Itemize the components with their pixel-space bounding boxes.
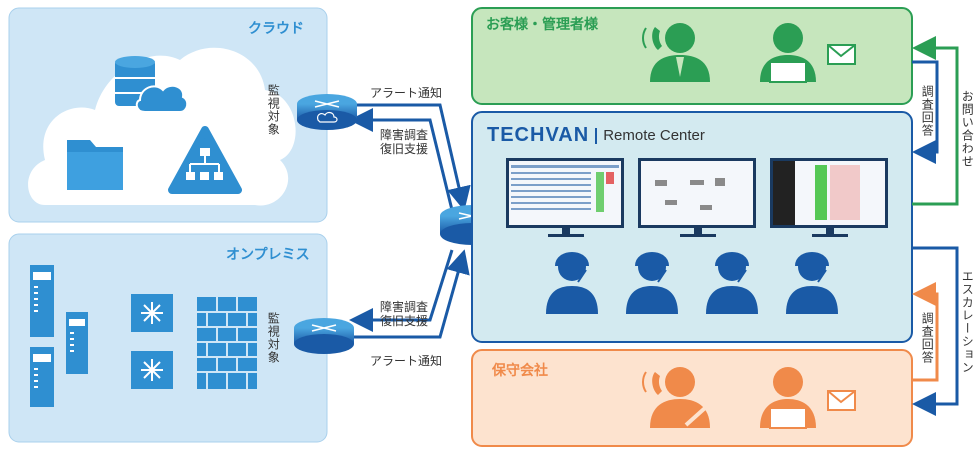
side-arrows <box>912 36 959 416</box>
folder-icon <box>67 140 123 190</box>
center-header: TECHVAN Remote Center <box>487 124 705 147</box>
onprem-monitor-label: 監視対象 <box>266 312 281 364</box>
restore-label-bottom-1: 障害調査 <box>380 300 429 314</box>
phone-person-wrench-icon <box>642 367 711 428</box>
brand-logo: TECHVAN <box>487 124 590 146</box>
inquiry-reply-label: 調査回答 <box>920 85 935 137</box>
mail-icon-customer <box>827 44 856 65</box>
escalation-reply-label: 調査回答 <box>920 312 935 364</box>
monitor-icon <box>638 158 756 237</box>
router-icon-onprem <box>294 318 354 354</box>
maintenance-title: 保守会社 <box>492 363 548 379</box>
database-icon <box>115 56 189 113</box>
cloud-monitor-label: 監視対象 <box>266 84 281 136</box>
restore-label-bottom-2: 復旧支援 <box>380 314 429 328</box>
operator-icon <box>786 252 838 314</box>
onprem-title: オンプレミス <box>226 247 310 263</box>
alert-label-top: アラート通知 <box>370 86 443 100</box>
center-subtitle: Remote Center <box>603 127 705 144</box>
monitor-icon <box>770 158 888 237</box>
router-icon-cloud <box>297 94 357 130</box>
monitor-icon <box>506 158 624 237</box>
alert-label-bottom: アラート通知 <box>370 354 443 368</box>
brand-divider <box>595 127 598 144</box>
phone-person-icon <box>642 23 710 82</box>
cloud-title: クラウド <box>248 21 304 37</box>
firewall-icon <box>197 297 257 389</box>
connector-lines <box>330 103 505 339</box>
inquiry-label: お問い合わせ <box>960 90 975 168</box>
network-triangle-icon <box>168 126 242 194</box>
switch-icon <box>131 294 173 389</box>
server-icon <box>30 265 88 407</box>
operator-icon <box>546 252 598 314</box>
restore-label-top-2: 復旧支援 <box>380 142 429 156</box>
customer-title: お客様・管理者様 <box>486 17 598 33</box>
operator-icon <box>706 252 758 314</box>
restore-label-top-1: 障害調査 <box>380 128 429 142</box>
operator-icon <box>626 252 678 314</box>
mail-icon-maintenance <box>827 390 856 411</box>
laptop-person-icon <box>760 23 816 83</box>
laptop-person-icon <box>760 367 816 429</box>
escalation-label: エスカレーション <box>960 270 975 374</box>
